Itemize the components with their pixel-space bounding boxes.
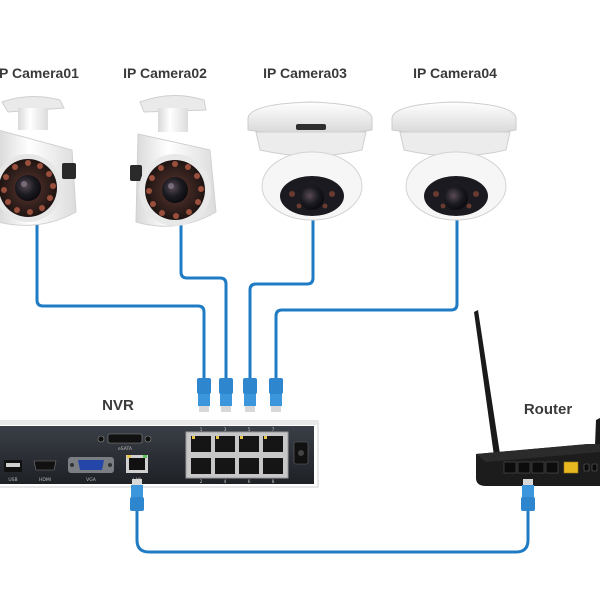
cable-camera01	[35, 223, 206, 380]
cable-camera03	[248, 216, 315, 380]
poe-num-4: 4	[224, 479, 227, 485]
poe-num-2: 2	[200, 479, 203, 485]
dome-camera-3	[247, 101, 373, 221]
nvr-unit: USB HDMI VGA eSATA LAN	[0, 420, 319, 488]
poe-num-5: 5	[248, 427, 251, 433]
vga-port: VGA	[68, 457, 114, 483]
nvr-label: NVR	[102, 397, 134, 414]
ir-leds-1	[1, 160, 56, 215]
camera-label-4: IP Camera04	[413, 65, 497, 81]
vga-port-label: VGA	[86, 477, 97, 483]
cables	[35, 216, 530, 554]
poe-num-8: 8	[272, 479, 275, 485]
power-inlet	[293, 441, 309, 465]
camera-label-2: IP Camera02	[123, 65, 207, 81]
hdmi-port: HDMI	[33, 460, 57, 483]
rj45-connector-4	[269, 378, 283, 412]
poe-num-3: 3	[224, 427, 227, 433]
usb-port: USB	[4, 460, 22, 483]
lan-cable-connector-nvr	[130, 479, 144, 511]
bullet-camera-2	[130, 94, 217, 227]
ir-leds-2	[146, 161, 204, 219]
rj45-connector-2	[219, 378, 233, 412]
router-lan-ports	[503, 461, 559, 474]
poe-connectors	[197, 378, 283, 412]
lan-cable-connector-router	[521, 479, 535, 511]
cable-nvr-router	[135, 508, 530, 554]
poe-port-block: 1 3 5 7 2 4 6 8	[185, 427, 289, 485]
esata-port: eSATA	[97, 433, 152, 452]
bullet-camera-1	[0, 96, 77, 226]
router-device	[474, 310, 600, 486]
cable-camera02	[179, 223, 228, 380]
esata-port-label: eSATA	[118, 446, 133, 452]
usb-port-label: USB	[8, 477, 17, 483]
router-label: Router	[524, 401, 572, 418]
lan-port: LAN	[126, 455, 148, 483]
hdmi-port-label: HDMI	[39, 477, 51, 483]
dome-camera-4	[391, 101, 517, 221]
poe-num-6: 6	[248, 479, 251, 485]
poe-num-7: 7	[272, 427, 275, 433]
cable-camera04	[274, 216, 459, 380]
camera-label-3: IP Camera03	[263, 65, 347, 81]
poe-num-1: 1	[200, 427, 203, 433]
rj45-connector-3	[243, 378, 257, 412]
camera-label-1: IP Camera01	[0, 65, 79, 81]
router-wan-port	[563, 461, 579, 474]
rj45-connector-1	[197, 378, 211, 412]
